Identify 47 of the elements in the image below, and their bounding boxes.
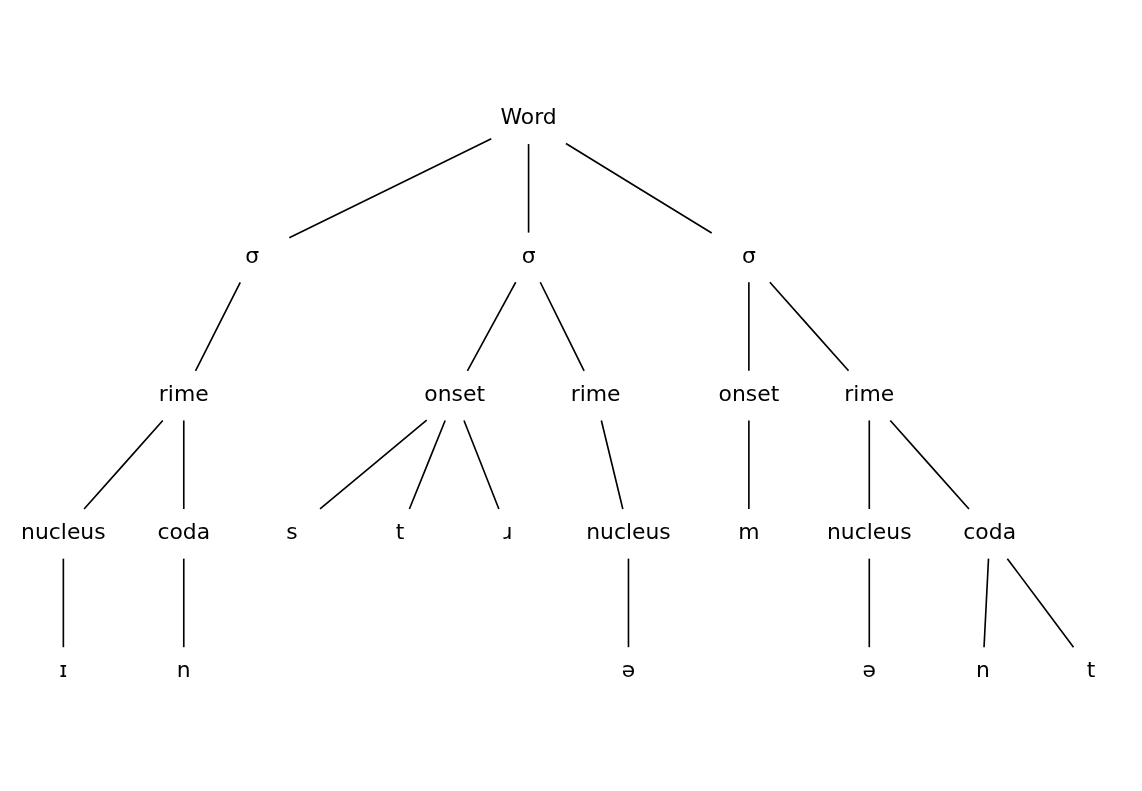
- connector: [408, 419, 446, 510]
- connector: [194, 281, 242, 372]
- node-text: rime: [570, 380, 621, 406]
- connector: [319, 419, 428, 510]
- node-text: ə: [862, 657, 877, 683]
- connector: [539, 281, 585, 372]
- node-text: t: [1086, 657, 1096, 683]
- node-text: n: [975, 657, 990, 683]
- node-text: rime: [158, 380, 209, 406]
- connector: [1006, 557, 1075, 649]
- node-text: σ: [521, 242, 536, 268]
- node-text: ə: [621, 657, 636, 683]
- connector: [527, 143, 530, 234]
- connector: [868, 419, 871, 510]
- connector: [983, 557, 990, 649]
- node-text: nucleus: [586, 518, 671, 544]
- node-text: rime: [844, 380, 895, 406]
- node-text: coda: [963, 518, 1017, 544]
- connector: [182, 557, 185, 649]
- connector: [83, 419, 164, 510]
- node-text: σ: [741, 242, 756, 268]
- connector: [889, 419, 970, 510]
- connector: [565, 142, 713, 234]
- connector: [463, 419, 500, 510]
- node-text: ɪ: [59, 657, 68, 683]
- connector: [182, 419, 185, 510]
- connector: [62, 557, 65, 649]
- connector: [288, 137, 493, 239]
- node-text: ɹ: [503, 518, 513, 544]
- connector: [868, 557, 871, 649]
- connector: [748, 281, 750, 372]
- connector: [748, 419, 750, 510]
- connector: [466, 281, 517, 372]
- connector: [627, 557, 630, 649]
- node-text: onset: [718, 380, 780, 406]
- node-text: onset: [424, 380, 486, 406]
- node-text: nucleus: [827, 518, 912, 544]
- node-text: coda: [157, 518, 211, 544]
- node-text: σ: [245, 242, 260, 268]
- node-text: n: [176, 657, 191, 683]
- connector: [600, 419, 624, 510]
- node-text: Word: [500, 104, 557, 130]
- node-text: nucleus: [21, 518, 106, 544]
- connector: [769, 281, 850, 372]
- node-text: m: [738, 518, 760, 544]
- node-text: t: [395, 518, 405, 544]
- node-text: s: [286, 518, 298, 544]
